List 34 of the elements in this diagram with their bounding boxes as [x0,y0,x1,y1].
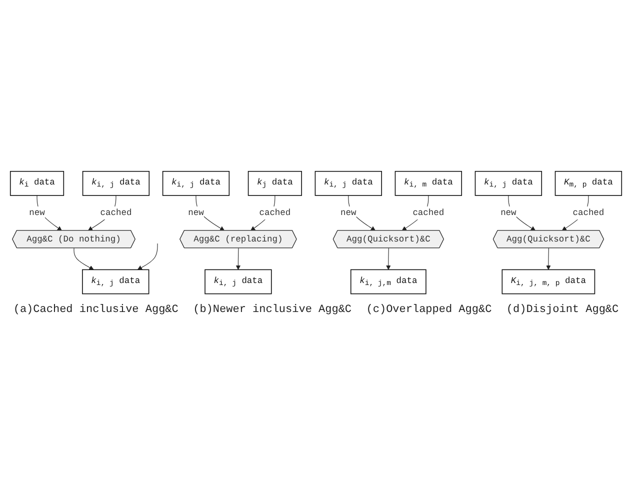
arrow [386,248,391,270]
figure-caption: (b)Newer inclusive Agg&C [193,304,352,316]
figure-caption: (a)Cached inclusive Agg&C [13,304,178,316]
edge-label: cached [572,208,604,218]
node-box [350,270,426,295]
arrow [348,196,376,232]
arrow [508,196,536,232]
edge-label: new [188,208,204,218]
node-box [394,171,462,196]
node-box [82,270,150,295]
arrow [137,244,158,270]
arrow [196,196,225,232]
edge-label: new [29,208,45,218]
node-box [82,171,150,196]
edge-label: new [500,208,516,218]
node-box [10,171,64,196]
node-box [204,270,272,295]
edge-label: cached [259,208,291,218]
edge-label: cached [412,208,444,218]
figure-caption: (c)Overlapped Agg&C [366,304,492,316]
figure-caption: (d)Disjoint Agg&C [506,304,619,316]
arrow [36,196,62,232]
flowchart-diagram: new cached new cached new cached new cached k$_{i}$ data k$_{i, j}$ data Agg&C (Do nothing) k$_{i, j}$ data k$_{i, j}$ data k$_{j}$ data Agg&C (replacing) k$_{i, j}$ data k$_{i, j}$ data k$_{i, m}$ data Agg(Quicksort)&C k$_{i, j,m}$ data k$_{i, j}$ data K$_{m, p}$ data Agg(Quicksort)&C K$_{i, j, m, p}$ data [6,167,626,299]
arrow [546,248,551,270]
node-box [502,270,596,295]
edge-label: new [340,208,356,218]
edge-label: cached [100,208,132,218]
node-box [554,171,622,196]
node-box [474,171,542,196]
node-box [248,171,302,196]
node-box [162,171,230,196]
arrow [236,248,241,270]
node-box [314,171,382,196]
arrow [74,248,94,270]
